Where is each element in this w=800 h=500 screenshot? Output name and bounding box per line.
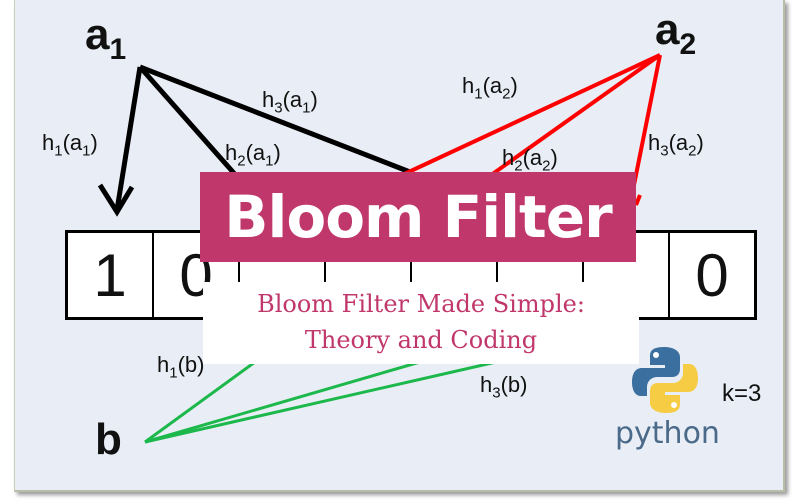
- a1-edges: [97, 64, 411, 217]
- k-label: k=3: [722, 380, 762, 407]
- edge-a1-h1: [114, 66, 143, 211]
- node-a2: a2: [655, 5, 697, 61]
- bit-cell: 1: [68, 233, 154, 317]
- edge-a1-h2: [138, 65, 242, 182]
- label-h2-a1: h2(a1): [225, 140, 281, 170]
- bit-cell: [240, 233, 326, 317]
- bit-cell: [584, 233, 670, 317]
- label-h1-a1: h1(a1): [42, 130, 98, 160]
- node-b: b: [95, 415, 122, 464]
- node-a1: a1: [85, 10, 127, 66]
- title-banner: Bloom Filter: [200, 172, 636, 262]
- label-h3-a2: h3(a2): [648, 130, 704, 160]
- label-h1-b: h1(b): [157, 352, 205, 382]
- bit-cell: [412, 233, 498, 317]
- edge-b-h2: [144, 360, 421, 444]
- bit-cell: [326, 233, 412, 317]
- subtitle-line-1: Bloom Filter Made Simple:: [257, 290, 585, 318]
- python-logo: python: [615, 345, 720, 451]
- subtitle-box: Bloom Filter Made Simple: Theory and Cod…: [203, 282, 639, 364]
- edge-a2-h1: [399, 53, 661, 178]
- bit-cell: [498, 233, 584, 317]
- label-h3-b: h3(b): [480, 372, 528, 402]
- edge-b-h1: [144, 360, 256, 444]
- python-logo-icon: [632, 347, 698, 413]
- subtitle-line-2: Theory and Coding: [304, 326, 538, 354]
- edge-a2-h2: [468, 53, 662, 192]
- label-h2-a2: h2(a2): [502, 145, 558, 175]
- b-edges: [144, 358, 506, 444]
- label-h1-a2: h1(a2): [462, 73, 518, 103]
- label-h3-a1: h3(a1): [262, 87, 318, 117]
- edge-a1-h3: [139, 64, 411, 175]
- python-wordmark: python: [615, 416, 720, 451]
- arrowhead-icon: [97, 183, 135, 217]
- edge-b-h3: [144, 358, 506, 444]
- bit-cell: 0: [695, 241, 729, 309]
